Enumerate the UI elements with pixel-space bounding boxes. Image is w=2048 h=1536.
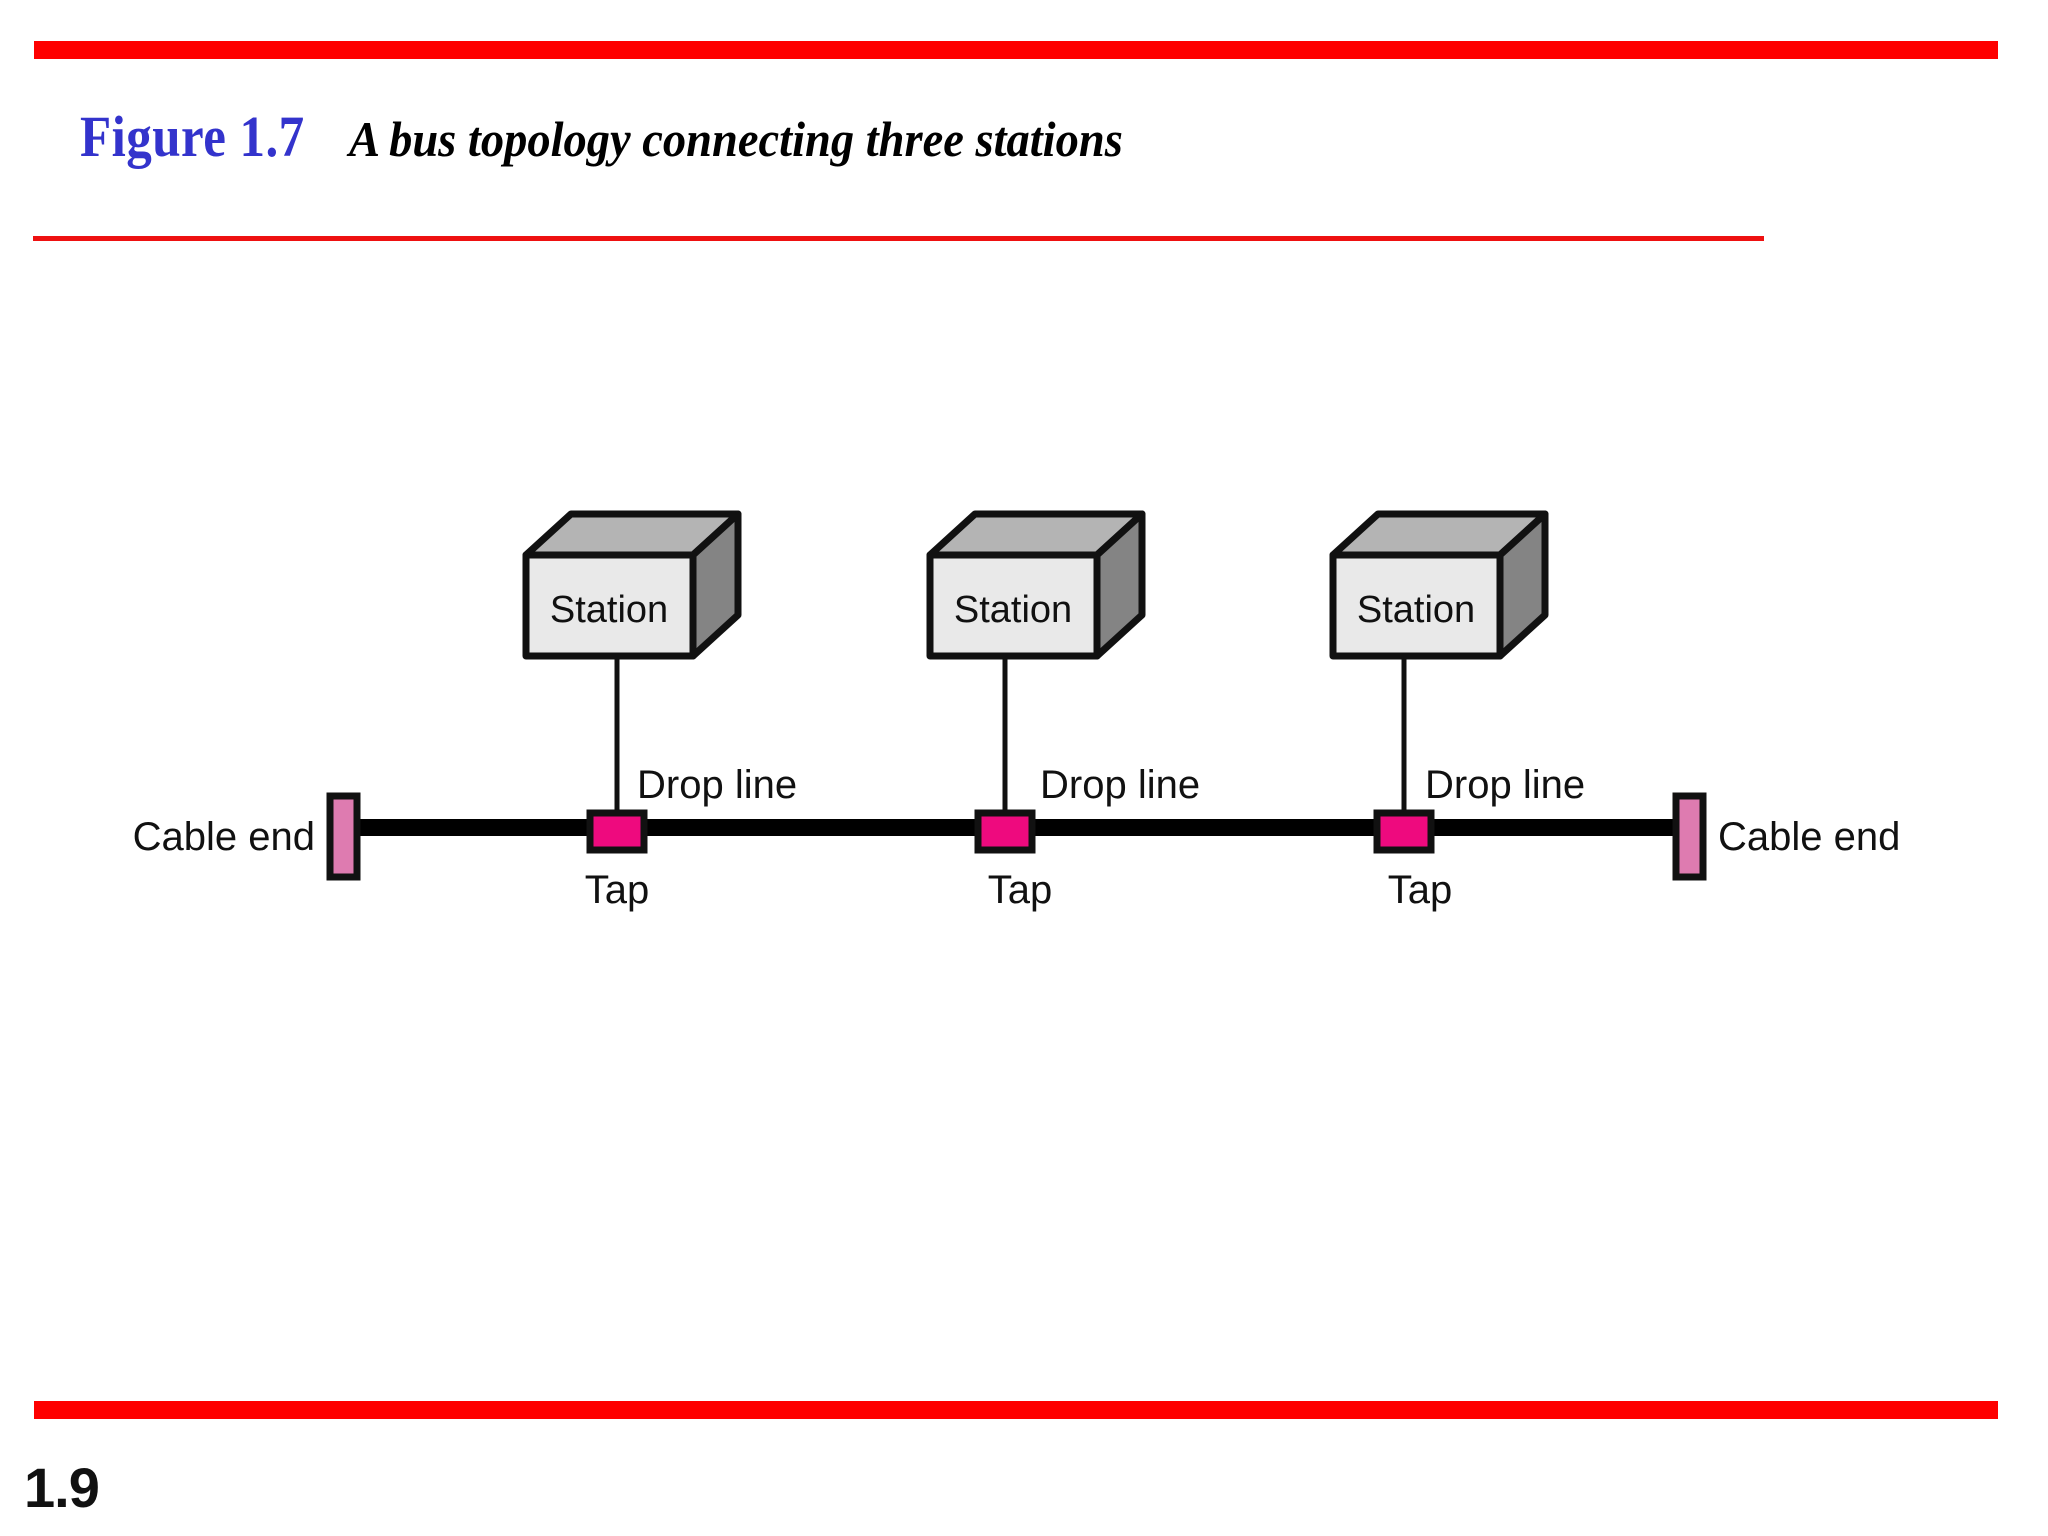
title-separator-rule (33, 236, 1764, 241)
station-box-front-face-3 (1329, 551, 1504, 660)
figure-caption: A bus topology connecting three stations (349, 111, 1124, 167)
top-red-rule (34, 41, 1998, 59)
tap-3[interactable] (1373, 809, 1435, 854)
station-group-2[interactable]: Station Drop line Tap (926, 510, 1200, 912)
drop-line-label-2: Drop line (1040, 763, 1200, 807)
cable-end-left-label: Cable end (133, 815, 315, 859)
station-group-1[interactable]: Station Drop line Tap (522, 510, 797, 912)
cable-end-left-terminator[interactable] (326, 792, 361, 881)
station-box-front-face-1 (522, 551, 697, 660)
cable-end-right-label: Cable end (1718, 815, 1900, 859)
tap-1[interactable] (586, 809, 648, 854)
page-number: 1.9 (24, 1456, 100, 1519)
figure-number-label: Figure 1.7 (80, 104, 305, 169)
station-label-2: Station (954, 589, 1072, 631)
tap-label-2: Tap (988, 868, 1053, 912)
station-label-3: Station (1357, 589, 1475, 631)
drop-line-label-1: Drop line (637, 763, 797, 807)
drop-line-label-3: Drop line (1425, 763, 1585, 807)
station-label-1: Station (550, 589, 668, 631)
bottom-red-rule (34, 1401, 1998, 1419)
cable-end-right-group[interactable]: Cable end (1672, 792, 1900, 881)
cable-end-left-group[interactable]: Cable end (133, 792, 361, 881)
cable-end-right-terminator[interactable] (1672, 792, 1707, 881)
tap-label-3: Tap (1388, 868, 1453, 912)
tap-label-1: Tap (585, 868, 650, 912)
station-group-3[interactable]: Station Drop line Tap (1329, 510, 1585, 912)
station-box-front-face-2 (926, 551, 1101, 660)
tap-2[interactable] (974, 809, 1036, 854)
